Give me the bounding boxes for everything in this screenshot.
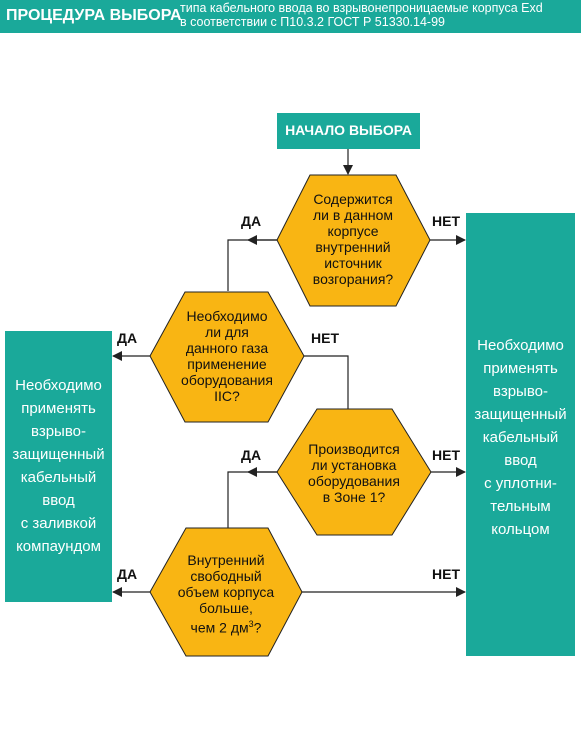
- outcome-left-line-1: Необходимо: [15, 377, 102, 394]
- decision-1-line-2: ли в данном: [312, 207, 394, 223]
- decision-4-line-5-text: чем 2 дм: [190, 619, 249, 636]
- label-d2-yes: ДА: [117, 330, 138, 346]
- outcome-left-line-3: взрыво-: [31, 423, 86, 440]
- decision-2-line-5: оборудования: [181, 372, 273, 388]
- decision-2-line-2: ли для: [205, 324, 249, 340]
- header-title: ПРОЦЕДУРА ВЫБОРА: [6, 7, 182, 24]
- outcome-left-line-8: компаундом: [16, 538, 101, 555]
- outcome-right-line-2: применять: [483, 360, 558, 377]
- outcome-left-line-7: с заливкой: [20, 515, 97, 532]
- decision-3-text: Производится ли установка оборудования в…: [290, 441, 418, 505]
- header-bar: ПРОЦЕДУРА ВЫБОРА типа кабельного ввода в…: [0, 0, 581, 33]
- decision-3-line-2: ли установка: [311, 457, 397, 473]
- decision-2-line-3: данного газа: [185, 340, 269, 356]
- header-subtitle: типа кабельного ввода во взрывонепроница…: [180, 1, 543, 29]
- decision-1-line-5: источник: [324, 255, 382, 271]
- connector-d2-no: [304, 355, 349, 409]
- decision-4-line-1: Внутренний: [187, 552, 265, 568]
- outcome-left-line-2: применять: [21, 400, 96, 417]
- decision-1-line-4: внутренний: [315, 239, 391, 255]
- decision-4-line-5: чем 2 дм3?: [166, 616, 286, 636]
- decision-1-line-3: корпусе: [327, 223, 379, 239]
- decision-2-line-4: применение: [187, 356, 267, 372]
- outcome-right-line-4: защищенный: [474, 406, 567, 423]
- decision-1-text: Содержится ли в данном корпусе внутренни…: [295, 191, 411, 287]
- outcome-right-line-5: кабельный: [482, 429, 559, 446]
- start-box: [277, 113, 420, 149]
- label-d2-no: НЕТ: [311, 330, 339, 346]
- label-d4-no: НЕТ: [432, 566, 460, 582]
- outcome-right-box: [466, 213, 575, 656]
- outcome-right-line-6: ввод: [504, 452, 537, 469]
- outcome-right-line-3: взрыво-: [493, 383, 548, 400]
- header-subtitle-line-2: в соответствии с П10.3.2 ГОСТ Р 51330.14…: [180, 15, 445, 29]
- decision-3-line-3: оборудования: [308, 473, 400, 489]
- outcome-right-line-1: Необходимо: [477, 337, 564, 354]
- decision-4-text: Внутренний свободный объем корпуса больш…: [166, 552, 286, 636]
- outcome-left-box: [5, 331, 112, 602]
- decision-4-question-mark: ?: [253, 619, 262, 636]
- outcome-right-text: Необходимо применять взрыво- защищенный …: [466, 334, 575, 541]
- decision-2-line-1: Необходимо: [186, 308, 268, 324]
- label-d3-no: НЕТ: [432, 447, 460, 463]
- header-subtitle-line-1: типа кабельного ввода во взрывонепроница…: [180, 1, 543, 15]
- decision-2-line-6: IIC?: [214, 388, 240, 404]
- outcome-right-line-7: с уплотни-: [484, 475, 557, 492]
- decision-3-line-4: в Зоне 1?: [322, 489, 386, 505]
- decision-4-line-4: больше,: [199, 600, 253, 616]
- outcome-left-line-5: кабельный: [20, 469, 97, 486]
- decision-4-line-2: свободный: [190, 568, 262, 584]
- outcome-left-line-4: защищенный: [12, 446, 105, 463]
- decision-1-line-6: возгорания?: [312, 271, 394, 287]
- connector-d3-yes: [227, 471, 277, 528]
- label-d3-yes: ДА: [241, 447, 262, 463]
- decision-4-superscript: 3: [248, 619, 254, 629]
- outcome-left-text: Необходимо применять взрыво- защищенный …: [5, 374, 112, 558]
- label-d1-yes: ДА: [241, 213, 262, 229]
- decision-1-line-1: Содержится: [313, 191, 393, 207]
- decision-3-line-1: Производится: [308, 441, 400, 457]
- outcome-right-line-9: кольцом: [491, 521, 550, 538]
- start-label: НАЧАЛО ВЫБОРА: [285, 122, 412, 138]
- label-d4-yes: ДА: [117, 566, 138, 582]
- decision-4-line-3: объем корпуса: [177, 584, 275, 600]
- decision-2-text: Необходимо ли для данного газа применени…: [168, 308, 286, 404]
- label-d1-no: НЕТ: [432, 213, 460, 229]
- connector-d1-yes: [227, 239, 277, 291]
- outcome-left-line-6: ввод: [42, 492, 75, 509]
- outcome-right-line-8: тельным: [490, 498, 551, 515]
